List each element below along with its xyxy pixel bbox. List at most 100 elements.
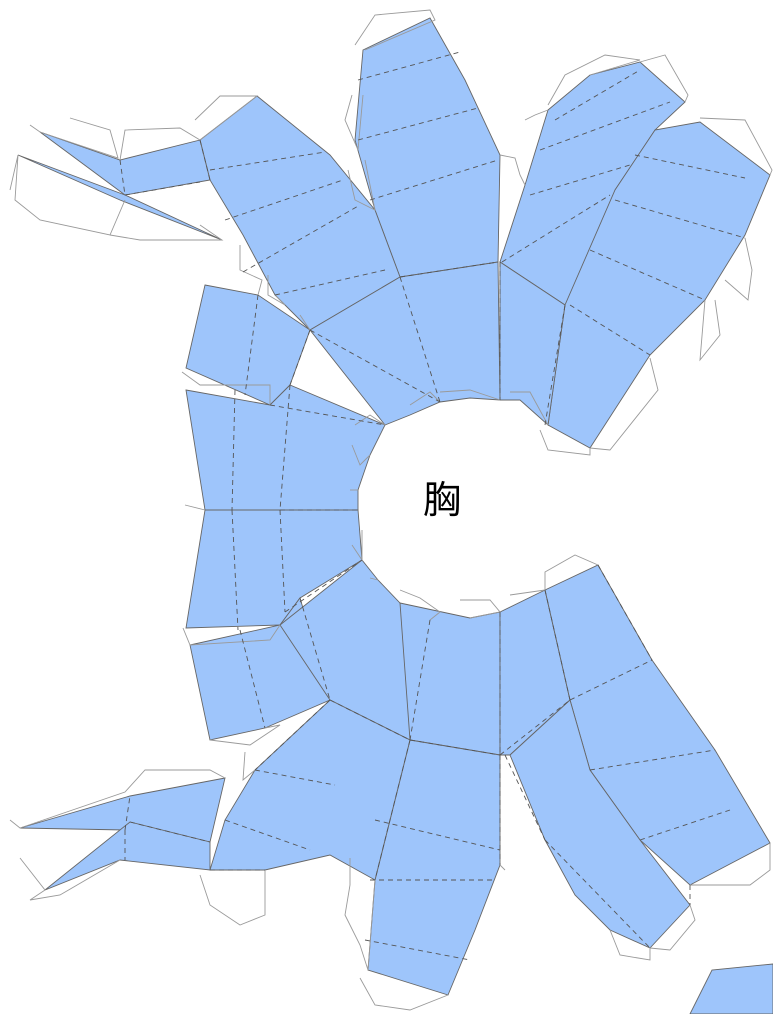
pattern-panel-22 [689,963,773,1014]
fold-line-55 [124,795,131,831]
fold-line-20 [399,276,441,403]
glue-tab-17 [267,275,286,306]
fold-line-18 [274,269,386,296]
fold-line-50 [374,739,411,881]
fold-line-9 [634,154,746,179]
glue-tab-19 [181,371,271,405]
fold-line-19 [309,329,441,403]
fold-line-23 [199,139,211,181]
glue-tab-5 [639,54,689,103]
glue-tab-25 [19,857,121,901]
glue-tab-6 [699,117,773,176]
glue-tab-23 [242,751,256,782]
fold-line-17 [242,204,361,273]
fold-line-47 [374,819,501,851]
fold-line-5 [554,69,641,121]
glue-tab-1 [354,9,436,51]
fold-line-4 [399,261,499,278]
glue-tab-8 [699,299,721,362]
fold-line-22 [124,181,201,196]
fold-line-42 [589,749,716,771]
glue-tab-15 [194,95,259,141]
fold-line-32 [239,629,266,729]
fold-line-52 [254,769,336,786]
fold-line-16 [224,179,344,221]
glue-tab-18 [299,314,311,331]
glue-tab-33 [499,864,506,871]
pattern-panel-6 [499,261,566,426]
fold-line-29 [231,509,239,631]
fold-line-26 [231,389,236,511]
glue-tab-44 [510,391,549,426]
glue-tab-28 [359,977,449,1011]
fold-line-11 [589,249,706,301]
glue-tab-45 [499,154,526,186]
fold-line-59 [289,329,311,386]
fold-line-3 [369,159,499,201]
fold-line-34 [329,699,411,741]
fold-line-58 [254,699,331,771]
glue-tab-34 [354,414,386,426]
glue-tab-7 [724,237,753,301]
fold-line-21 [119,159,126,196]
fold-line-56 [129,821,211,843]
fold-line-15 [209,151,326,171]
fold-line-53 [224,819,311,851]
glue-tab-41 [509,589,546,596]
fold-line-12 [569,304,651,356]
glue-tab-43 [409,391,441,406]
fold-line-2 [357,107,479,141]
pattern-panel-10 [185,384,386,511]
glue-tab-40 [460,599,501,619]
fold-line-35 [409,739,501,756]
glue-tab-39 [399,589,441,621]
fold-line-43 [639,809,731,841]
fold-line-10 [614,199,746,239]
fold-line-27 [269,404,386,426]
glue-tab-42 [439,389,501,401]
glue-tab-24 [9,769,226,829]
pattern-panel-14 [399,602,501,756]
fold-line-39 [544,589,571,701]
glue-tab-38 [369,577,379,581]
glue-tab-4 [547,54,641,106]
pattern-panel-20 [19,777,226,843]
glue-tab-27 [344,858,376,971]
glue-tab-14 [119,127,201,161]
fold-line-37 [409,619,431,741]
glue-tab-3 [347,159,376,211]
glue-tab-29 [544,554,599,590]
glue-tab-10 [539,429,591,456]
glue-tab-30 [690,843,771,886]
fold-line-30 [279,509,286,613]
pattern-panel-21 [44,821,211,891]
glue-tab-26 [199,870,266,926]
pattern-panel-18 [509,699,691,949]
fold-line-41 [569,659,653,701]
glue-tab-22 [209,724,281,746]
glue-tab-21 [184,504,206,511]
glue-tab-16 [239,245,263,296]
fold-line-13 [544,304,566,426]
glue-tab-11 [29,117,119,159]
glue-tab-13 [109,224,224,241]
fold-line-24 [244,294,259,396]
glue-tab-20 [182,624,281,646]
fold-line-36 [499,699,571,756]
fold-line-31 [284,559,363,613]
glue-tab-31 [649,904,696,951]
fold-line-40 [597,564,653,661]
pattern-panel-8 [39,131,211,196]
glue-tab-35 [351,444,371,466]
glue-tab-9 [589,357,659,451]
fold-line-8 [501,194,611,263]
part-label: 胸 [422,478,461,522]
glue-tab-2 [344,94,364,151]
pattern-panel-5 [309,261,501,426]
fold-line-25 [279,384,291,511]
glue-tab-46 [524,109,549,121]
fold-line-46 [544,839,651,949]
glue-tab-12 [9,154,126,236]
